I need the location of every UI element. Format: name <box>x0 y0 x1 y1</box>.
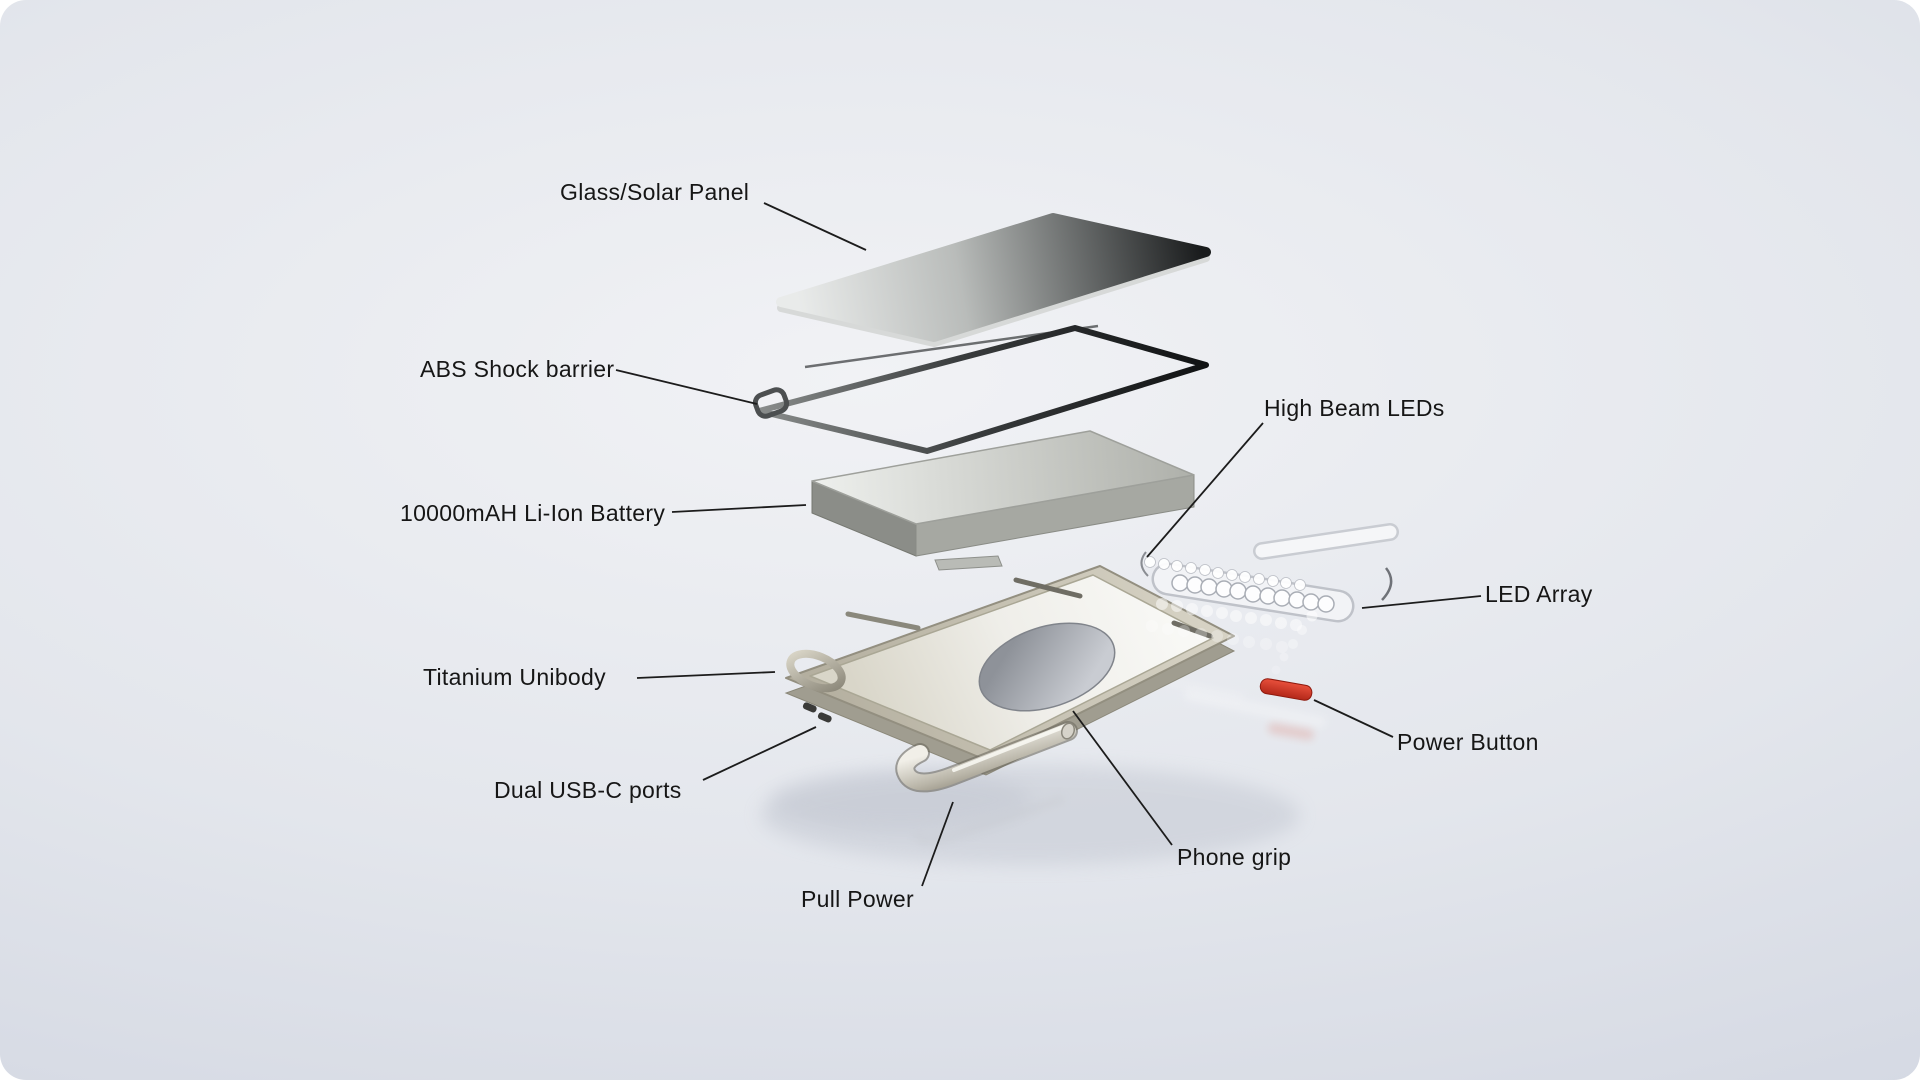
label-abs-shock-barrier: ABS Shock barrier <box>420 356 615 382</box>
grip-hole <box>978 622 1116 712</box>
label-power-button: Power Button <box>1397 729 1539 755</box>
label-pull-power: Pull Power <box>801 886 914 912</box>
leader-line-led-array <box>1361 595 1482 609</box>
leader-line-battery <box>671 504 807 513</box>
high-beam-led-row <box>1144 556 1306 591</box>
battery-connector-tab <box>934 555 1003 571</box>
power-button-part <box>1259 678 1313 701</box>
label-glass-solar-panel: Glass/Solar Panel <box>560 179 750 205</box>
led-ghost-row <box>1156 598 1302 631</box>
leader-lines <box>615 202 1482 887</box>
abs-shock-barrier-part <box>752 324 1209 454</box>
rim-slot <box>1013 577 1083 599</box>
label-high-beam-leds: High Beam LEDs <box>1264 395 1445 421</box>
rim-slot <box>1171 620 1213 639</box>
label-phone-grip: Phone grip <box>1177 844 1292 870</box>
leader-line-high-beam <box>1146 422 1264 558</box>
leader-line-unibody <box>636 671 776 679</box>
leader-line-abs <box>615 369 758 405</box>
battery-part <box>811 430 1195 571</box>
led-bracket-right <box>1381 567 1393 601</box>
leader-line-usb <box>702 726 817 781</box>
label-dual-usb-c-ports: Dual USB-C ports <box>494 777 682 803</box>
label-titanium-unibody: Titanium Unibody <box>423 664 606 690</box>
usb-c-ports <box>802 702 832 723</box>
led-bracket-left <box>1140 551 1149 577</box>
label-led-array: LED Array <box>1485 581 1593 607</box>
led-reflection-trail <box>1264 610 1318 686</box>
floor-shadows <box>760 676 1326 865</box>
leader-line-pull-power <box>921 801 954 887</box>
leader-line-grip <box>1072 710 1173 846</box>
phone-grip-part <box>895 721 1078 793</box>
led-ghost-row <box>1146 620 1288 653</box>
label-battery: 10000mAH Li-Ion Battery <box>400 500 666 526</box>
leader-line-power-button <box>1313 699 1394 738</box>
led-hole-row <box>1171 574 1335 613</box>
glass-solar-panel-part <box>776 213 1211 347</box>
leader-line-glass <box>763 202 867 251</box>
floor-slot <box>845 611 921 631</box>
carabiner-loop <box>786 649 846 693</box>
